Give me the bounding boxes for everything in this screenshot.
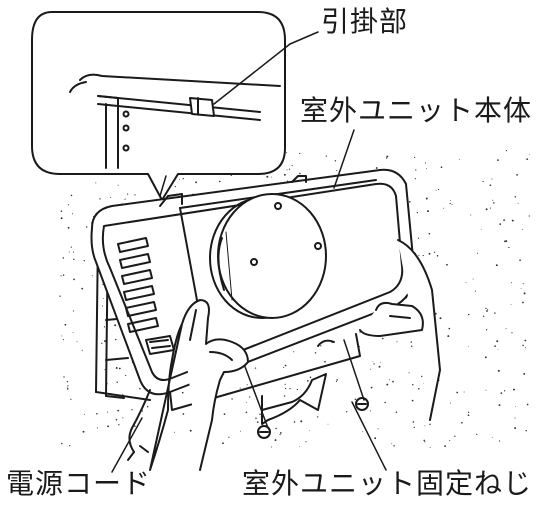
leader-lines xyxy=(159,129,387,471)
louver-vents xyxy=(117,237,159,333)
left-hand xyxy=(149,299,249,471)
rotation-arrow xyxy=(261,373,327,425)
fixing-screws xyxy=(243,339,369,439)
right-hand xyxy=(359,239,441,421)
outdoor-unit-body-label: 室外ユニット本体 xyxy=(300,94,533,127)
outdoor-unit xyxy=(90,168,416,411)
hook-part-label: 引掛部 xyxy=(321,5,409,38)
fixing-screw-label: 室外ユニット固定ねじ xyxy=(242,467,533,500)
fan-cover xyxy=(209,193,327,319)
detail-inset xyxy=(31,11,319,201)
power-cord xyxy=(111,389,151,473)
power-cord-label: 電源コード xyxy=(6,467,152,500)
